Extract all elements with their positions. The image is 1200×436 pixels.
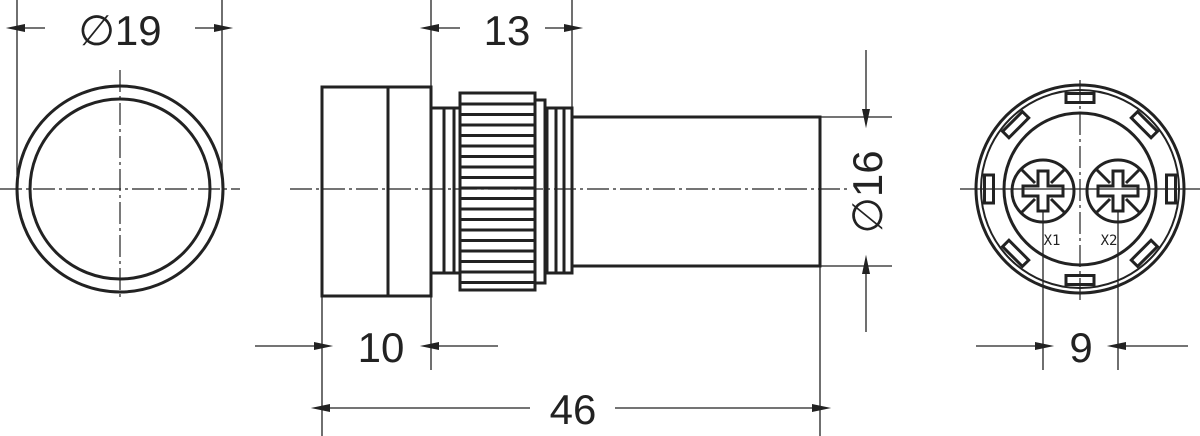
housing-tab <box>1129 238 1160 269</box>
rear-ring <box>545 106 574 275</box>
cap <box>320 85 390 298</box>
housing-tab <box>1000 109 1031 140</box>
cap-ring <box>386 85 433 298</box>
terminal-x2-label: X2 <box>1101 233 1118 249</box>
side-view: 13 10 46 ∅16 <box>255 0 892 436</box>
length-46-label: 46 <box>550 386 597 433</box>
screw-cross-icon <box>1019 167 1067 215</box>
front-view: ∅19 <box>0 0 240 300</box>
housing-tab <box>1000 238 1031 269</box>
housing-tab <box>1129 109 1160 140</box>
screw-cross-icon <box>1094 167 1142 215</box>
rear-view: X1 X2 9 <box>960 80 1200 371</box>
housing-tabs <box>983 92 1177 286</box>
diameter-16-label: ∅16 <box>844 150 891 233</box>
diameter-19-label: ∅19 <box>78 7 161 54</box>
spacing-9-label: 9 <box>1069 324 1092 371</box>
length-13-label: 13 <box>484 7 531 54</box>
nut-tab <box>533 98 547 285</box>
knurl-ridges <box>460 102 535 284</box>
length-10-label: 10 <box>358 324 405 371</box>
terminal-x1-label: X1 <box>1044 233 1061 249</box>
body-tube <box>570 115 822 268</box>
